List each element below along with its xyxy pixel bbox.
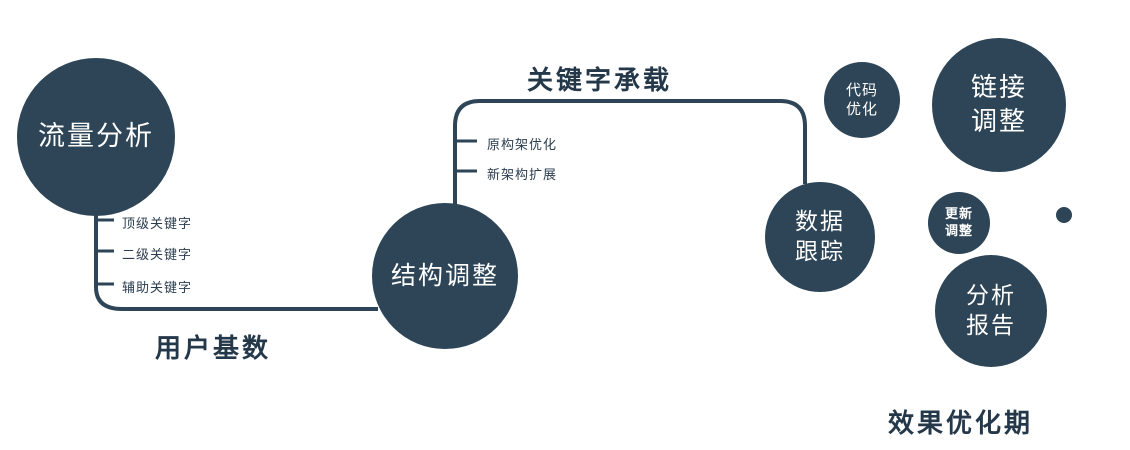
edge-label-keyword-bearing: 关键字承载: [527, 65, 673, 95]
tick-label-auxiliary-keywords: 辅助关键字: [122, 280, 193, 295]
node-update-adjustment-line1: 更新: [944, 206, 973, 222]
node-data-tracking-line2: 跟踪: [795, 238, 845, 264]
node-data-tracking: 数据 跟踪: [765, 182, 875, 292]
node-structure-adjustment-label: 结构调整: [390, 261, 499, 290]
node-structure-adjustment: 结构调整: [372, 203, 518, 349]
bullet-dot: [1056, 207, 1072, 223]
node-link-adjustment-line1: 链接: [970, 72, 1027, 103]
node-traffic-analysis-label: 流量分析: [38, 121, 154, 152]
tick-label-original-architecture: 原构架优化: [487, 137, 558, 152]
node-traffic-analysis: 流量分析: [17, 58, 175, 216]
tick-label-new-architecture: 新架构扩展: [487, 167, 558, 182]
node-code-optimization-line2: 优化: [845, 101, 878, 118]
node-link-adjustment-line2: 调整: [970, 106, 1027, 136]
node-link-adjustment: 链接 调整: [932, 38, 1066, 172]
node-analysis-report-line2: 报告: [966, 312, 1016, 338]
node-update-adjustment-line2: 调整: [944, 223, 973, 238]
caption-effect-optimization-period: 效果优化期: [888, 408, 1034, 438]
edge-keyword-bearing-path: [453, 99, 807, 205]
node-data-tracking-line1: 数据: [795, 208, 845, 235]
node-update-adjustment: 更新 调整: [928, 192, 990, 254]
node-analysis-report: 分析 报告: [935, 255, 1047, 367]
tick-label-top-keywords: 顶级关键字: [122, 216, 193, 231]
node-analysis-report-line1: 分析: [966, 282, 1016, 309]
edge-user-base-path: [94, 210, 378, 311]
edge-label-user-base: 用户基数: [155, 333, 272, 363]
tick-label-second-keywords: 二级关键字: [122, 247, 193, 262]
node-code-optimization-line1: 代码: [845, 81, 878, 99]
node-code-optimization: 代码 优化: [824, 62, 900, 138]
